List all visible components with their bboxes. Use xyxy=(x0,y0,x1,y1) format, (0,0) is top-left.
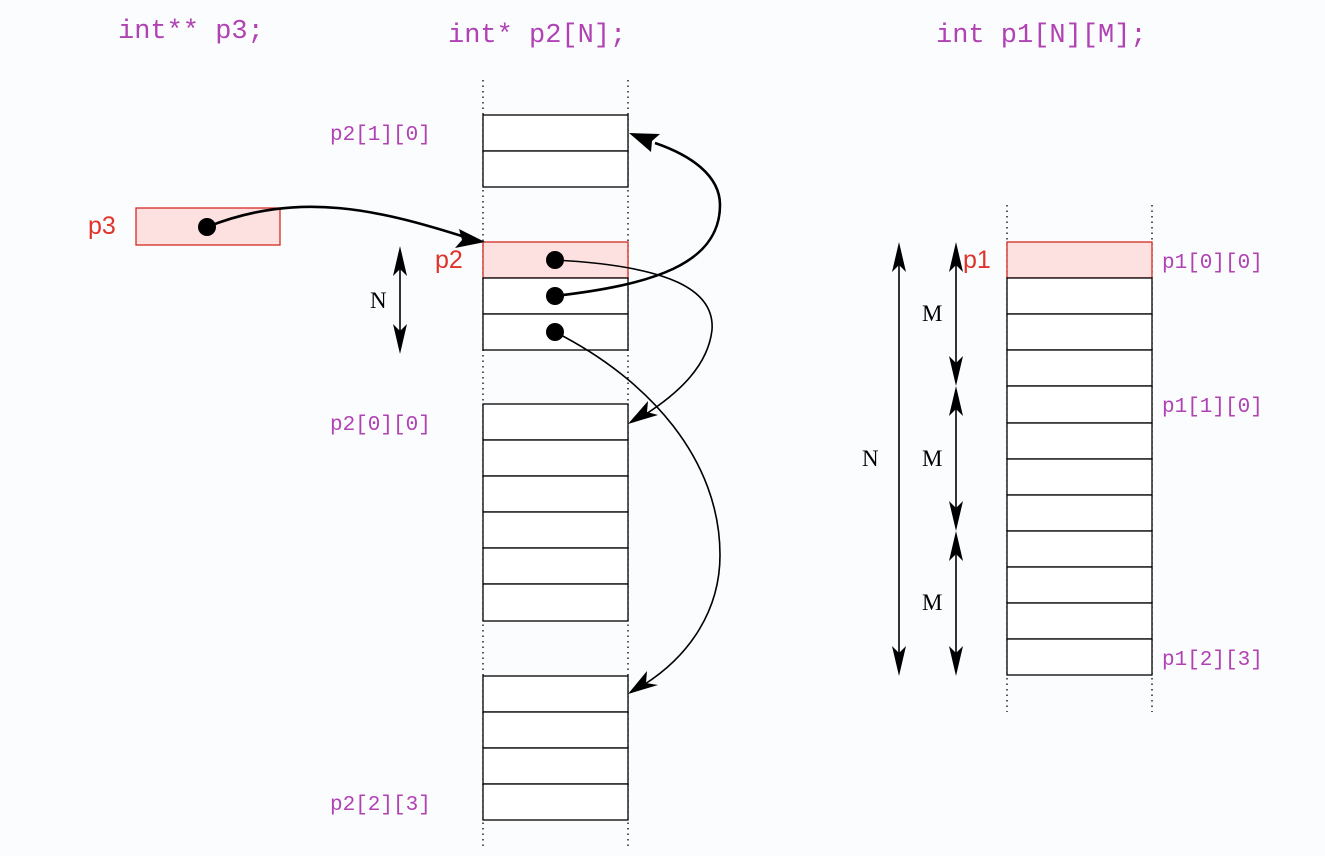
arrowhead-up-icon xyxy=(949,531,963,561)
p2-1-to-row1-arrow xyxy=(554,141,722,298)
arrowhead-icon xyxy=(628,401,658,424)
p3-to-p2-arrow xyxy=(206,205,469,240)
arrowhead-icon xyxy=(628,671,658,694)
p1-m-dimension-1: M xyxy=(922,242,963,386)
memory-cell xyxy=(1006,349,1153,387)
arrowhead-down-icon xyxy=(393,324,407,354)
p1-cell-0-0 xyxy=(1006,241,1153,279)
p2-row1-block xyxy=(482,114,629,188)
p1-cell-1-0 xyxy=(1006,385,1153,424)
p2-row2-block xyxy=(482,675,629,821)
p2-memory-column: p2[1][0] p2 p2[0][0] p2[2][3 xyxy=(330,80,629,850)
memory-cell xyxy=(1006,458,1153,496)
arrowhead-down-icon xyxy=(892,646,906,676)
memory-cell xyxy=(1006,494,1153,532)
p3-label: p3 xyxy=(88,212,116,240)
memory-cell xyxy=(482,711,629,749)
p1-declaration: int p1[N][M]; xyxy=(936,21,1147,51)
p2-row0-block xyxy=(482,403,629,622)
p1-m-dimension-2: M xyxy=(922,386,963,531)
memory-cell xyxy=(482,783,629,821)
memory-cell xyxy=(482,475,629,513)
p1-label: p1 xyxy=(963,246,991,274)
arrowhead-down-icon xyxy=(949,646,963,676)
p1-first-label: p1[0][0] xyxy=(1162,252,1263,275)
memory-cell xyxy=(482,675,629,713)
p2-declaration: int* p2[N]; xyxy=(448,21,626,51)
memory-cell xyxy=(1006,422,1153,460)
p2-label: p2 xyxy=(435,246,463,274)
memory-cell xyxy=(1006,313,1153,351)
memory-cell xyxy=(482,439,629,477)
arrowhead-down-icon xyxy=(949,356,963,386)
arrowhead-icon xyxy=(455,229,485,248)
arrowhead-up-icon xyxy=(949,386,963,416)
arrowhead-icon xyxy=(629,133,660,152)
memory-cell xyxy=(482,511,629,549)
memory-cell xyxy=(482,150,629,188)
memory-cell xyxy=(1006,530,1153,568)
memory-cell xyxy=(1006,566,1153,604)
p2-n-dimension: N xyxy=(370,246,407,354)
memory-cell xyxy=(482,114,629,152)
p1-last-label: p1[2][3] xyxy=(1162,649,1263,672)
p1-m-label-2: M xyxy=(922,446,942,471)
p2-0-to-row0-arrow xyxy=(554,259,713,415)
p1-cell-2-3 xyxy=(1006,638,1153,676)
p2-row1-first-label: p2[1][0] xyxy=(330,124,431,147)
p2-row2-last-label: p2[2][3] xyxy=(330,794,431,817)
p2-n-label: N xyxy=(370,288,387,313)
p3-declaration: int** p3; xyxy=(118,17,264,47)
p1-m-dimension-3: M xyxy=(922,531,963,676)
p1-n-dimension: N xyxy=(862,242,906,676)
p1-row1-first-label: p1[1][0] xyxy=(1162,396,1263,419)
memory-cell xyxy=(482,747,629,785)
p1-m-label-1: M xyxy=(922,301,942,326)
p2-row0-first-label: p2[0][0] xyxy=(330,414,431,437)
arrowhead-down-icon xyxy=(949,501,963,531)
p1-m-label-3: M xyxy=(922,590,942,615)
arrowhead-up-icon xyxy=(393,246,407,276)
arrowhead-up-icon xyxy=(949,242,963,272)
p1-n-label: N xyxy=(862,446,879,471)
p1-memory-column: p1 p1[0][0] p1[1][0] p1[2][3] N M M xyxy=(862,205,1263,712)
memory-cell xyxy=(482,583,629,622)
memory-cell xyxy=(1006,602,1153,640)
memory-cell xyxy=(482,403,629,441)
arrowhead-up-icon xyxy=(892,242,906,272)
pointer-arrows xyxy=(206,133,722,694)
p2-2-to-row2-arrow xyxy=(554,331,721,685)
memory-cell xyxy=(482,547,629,585)
memory-cell xyxy=(1006,277,1153,315)
